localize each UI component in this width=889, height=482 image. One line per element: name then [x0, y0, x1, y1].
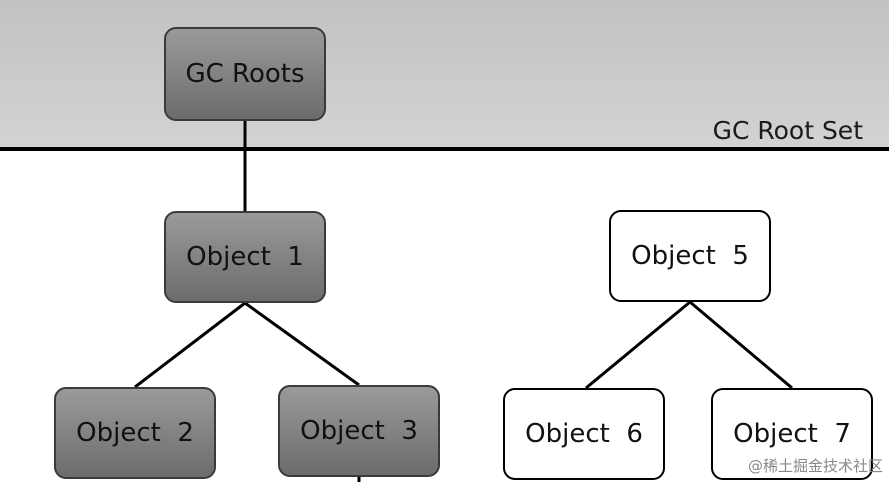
edge-obj1-obj2	[134, 301, 246, 389]
watermark: @稀土掘金技术社区	[747, 457, 883, 475]
object-1-node: Object 1	[164, 211, 326, 303]
object-3-node: Object 3	[278, 385, 440, 477]
edge-obj5-obj6	[585, 300, 691, 390]
edge-obj1-obj3	[244, 301, 360, 387]
root-set-boundary-line	[0, 147, 889, 151]
gc-roots-node: GC Roots	[164, 27, 326, 121]
object-5-node: Object 5	[609, 210, 771, 302]
object-2-node: Object 2	[54, 387, 216, 479]
object-7-node: Object 7	[711, 388, 873, 480]
object-6-node: Object 6	[503, 388, 665, 480]
root-set-label: GC Root Set	[712, 116, 863, 145]
edge-obj5-obj7	[689, 300, 793, 390]
gc-root-set-region	[0, 0, 889, 150]
